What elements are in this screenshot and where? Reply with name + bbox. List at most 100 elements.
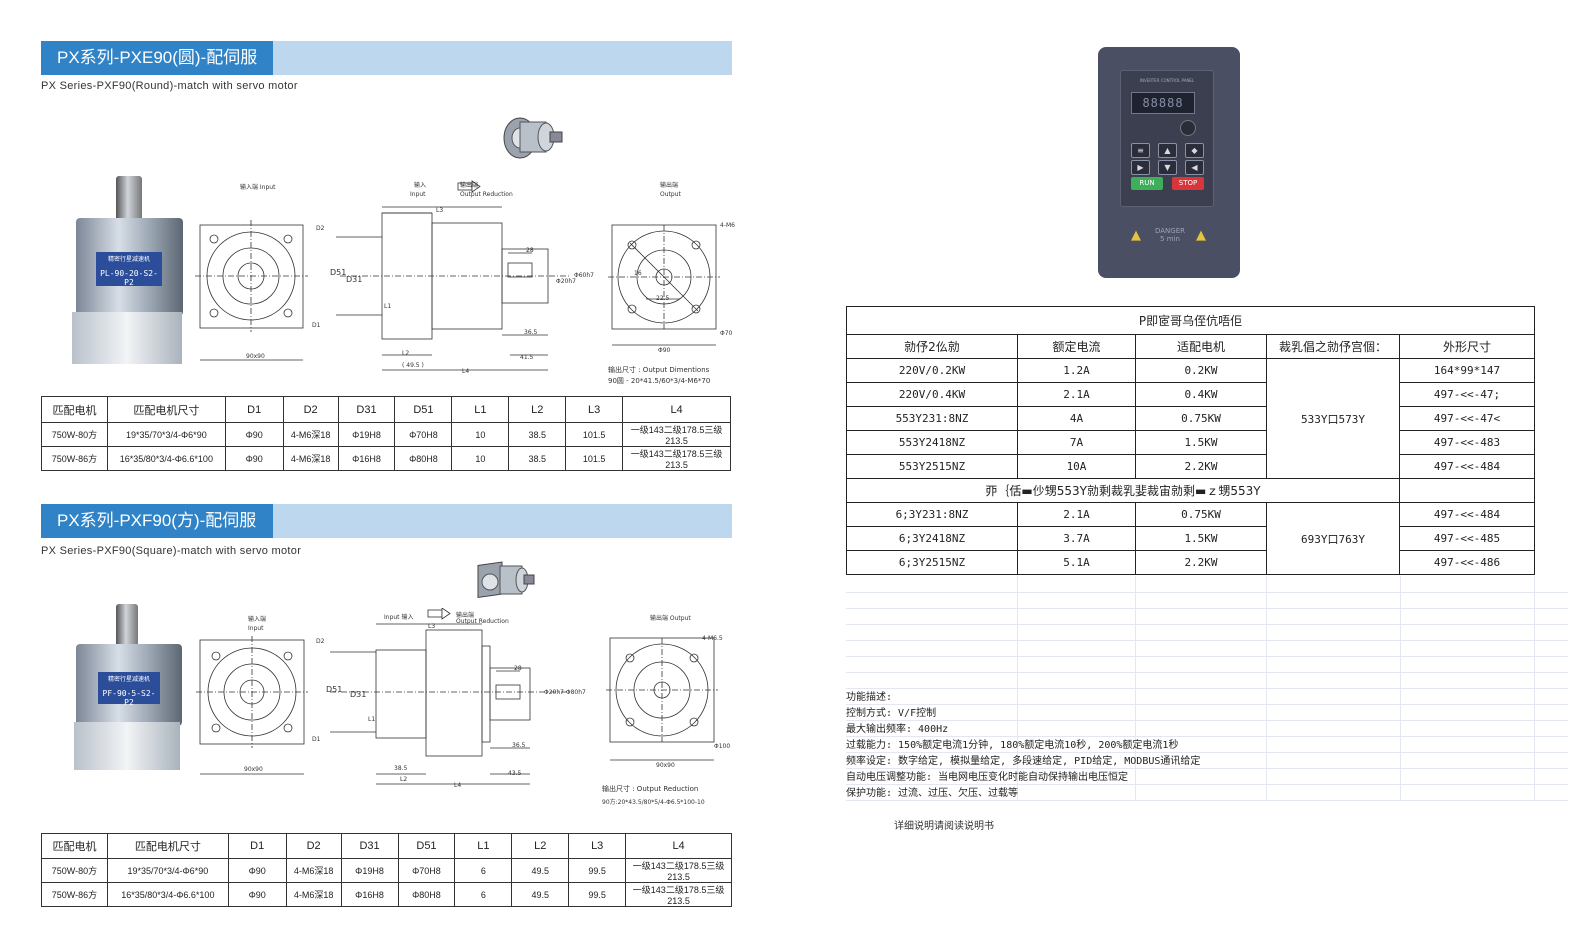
section1-dim-16: 16 — [634, 270, 642, 277]
table-row: 750W-80方 19*35/70*3/4-Φ6*90 Φ90 4-M6深18 … — [41, 858, 732, 883]
section1-output-red-en: Output Reduction — [460, 191, 513, 198]
table-divider-row: 丣｛佸▬仯甥553Y勍剩裁乳婓裁宙勍剩▬ｚ甥553Y — [846, 478, 1535, 503]
section1-note-line2: 90圆 - 20*41.5/60*3/4-M6*70 — [608, 377, 710, 385]
table-cell: 99.5 — [568, 858, 627, 883]
section1-output-en: Output — [660, 191, 681, 198]
table-cell: 3.7A — [1017, 526, 1136, 551]
table-header-cell: D51 — [397, 833, 456, 859]
section1-dim-d1: D1 — [312, 322, 321, 329]
section2-title: PX系列-PXF90(方)-配伺服 — [41, 504, 273, 538]
table-cell: Φ19H8 — [340, 858, 399, 883]
table-cell: 一级143二级178.5三级213.5 — [622, 422, 731, 447]
table-cell: 38.5 — [508, 422, 567, 447]
section1-dim-28: 28 — [526, 247, 534, 254]
table-cell: 497-<<-485 — [1399, 526, 1535, 551]
table-cell: 49.5 — [511, 858, 570, 883]
table-cell: 750W-80方 — [41, 858, 108, 883]
table-cell: 16*35/80*3/4-Φ6.6*100 — [106, 882, 229, 907]
table-row: 553Y2515NZ 10A 2.2KW 497-<<-484 — [846, 454, 1535, 479]
section1-dim-l1: L1 — [384, 303, 391, 310]
section2-dim-d2: D2 — [316, 638, 325, 645]
section1-dim-phi60: Φ60h7 — [574, 272, 594, 279]
section2-iso-gearbox-image — [477, 561, 535, 599]
table-cell: Φ90 — [224, 446, 284, 471]
table-cell: 497-<<-484 — [1399, 502, 1535, 527]
table-cell: Φ90 — [227, 858, 287, 883]
section1-dim-415: 41.5 — [520, 354, 534, 361]
table-row: 750W-80方 19*35/70*3/4-Φ6*90 Φ90 4-M6深18 … — [41, 422, 731, 447]
section2-header-bar: PX系列-PXF90(方)-配伺服 — [41, 504, 732, 538]
inverter-down-button: ▼ — [1158, 160, 1177, 175]
table-cell: Φ80H8 — [397, 882, 456, 907]
section2-dim-385: 38.5 — [394, 765, 408, 772]
section2-spec-table: 匹配电机 匹配电机尺寸 D1 D2 D31 D51 L1 L2 L3 L4 75… — [41, 833, 732, 907]
section1-input-cn: 输入 — [414, 181, 426, 189]
section2-dim-phi100: Φ100 — [714, 743, 730, 750]
table-cell: Φ16H8 — [340, 882, 399, 907]
table-cell: 750W-80方 — [41, 422, 108, 447]
section2-dim-phi: Φ20h7 Φ80h7 — [544, 689, 586, 696]
inverter-spec-table: P即宧哥乌侄伉唔佢 勍伃2仫勍 额定电流 适配电机 裁乳倡之勍伃宫個： 外形尺寸… — [846, 306, 1535, 575]
table-cell: 0.4KW — [1135, 382, 1267, 407]
section2-dim-m6: 4-M6.5 — [702, 635, 723, 642]
table-cell: Φ70H8 — [394, 422, 453, 447]
table-header-cell: L4 — [625, 833, 732, 859]
inverter-danger-text: DANGER — [1154, 227, 1185, 235]
inverter-enter-button: ◆ — [1185, 143, 1204, 158]
table-row: 220V/0.4KW 2.1A 0.4KW 497-<<-47; — [846, 382, 1535, 407]
section1-dim-phi70: Φ70 — [720, 330, 733, 337]
table-row: 750W-86方 16*35/80*3/4-Φ6.6*100 Φ90 4-M6深… — [41, 446, 731, 471]
table-header-cell: D1 — [224, 396, 284, 423]
table-cell: 4-M6深18 — [285, 882, 342, 907]
section2-note-line2: 90方:20*43.5/80*5/4-Φ6.5*100-10 — [602, 798, 705, 806]
table-header-cell: D2 — [285, 833, 342, 859]
table-header-cell: 匹配电机尺寸 — [106, 396, 226, 423]
table-cell: 10A — [1017, 454, 1136, 479]
section2-output-red-cn: 输出端 — [456, 611, 474, 619]
section2-technical-drawing: 输入端 Input Input 输入 输出端 Output Reduction … — [196, 608, 730, 806]
table-cell: 497-<<-47; — [1399, 382, 1535, 407]
section2-subtitle: PX Series-PXF90(Square)-match with servo… — [41, 545, 302, 557]
table-header-cell: D2 — [282, 396, 339, 423]
section2-input-en: Input — [248, 625, 264, 632]
section1-dim-w90: 90x90 — [246, 353, 265, 360]
section2-dim-28: 28 — [514, 665, 522, 672]
section2-dim-w90: 90x90 — [244, 766, 263, 773]
inverter-stop-button: STOP — [1172, 177, 1204, 190]
section2-dim-l3: L3 — [428, 623, 435, 630]
inverter-knob — [1180, 120, 1196, 136]
table-cell: 2.1A — [1017, 382, 1136, 407]
table-header-cell: 匹配电机 — [41, 833, 108, 859]
table-cell: 6;3Y231:8NZ — [846, 502, 1018, 527]
inverter-danger-sub: 5 min — [1160, 235, 1180, 243]
table-cell: 101.5 — [565, 422, 624, 447]
table-cell: 99.5 — [568, 882, 627, 907]
table-header-cell: L3 — [568, 833, 627, 859]
section2-dim-435: 43.5 — [508, 770, 522, 777]
table-divider-cell: 丣｛佸▬仯甥553Y勍剩裁乳婓裁宙勍剩▬ｚ甥553Y — [846, 478, 1400, 503]
table-cell: Φ80H8 — [394, 446, 453, 471]
table-cell: 0.75KW — [1135, 502, 1267, 527]
inverter-left-button: ◀ — [1185, 160, 1204, 175]
function-line: 频率设定: 数字给定, 模拟量给定, 多段速给定, PID给定, MODBUS通… — [846, 756, 1201, 767]
section1-input-label: 输入端 Input — [240, 183, 276, 191]
section1-title: PX系列-PXE90(圆)-配伺服 — [41, 41, 273, 75]
table-header-cell: 匹配电机 — [41, 396, 108, 423]
section1-subtitle: PX Series-PXF90(Round)-match with servo … — [41, 80, 298, 92]
section1-dim-d31: D31 — [346, 275, 362, 284]
table-header-cell: L3 — [565, 396, 624, 423]
section1-dim-d2: D2 — [316, 225, 325, 232]
table-cell: Φ19H8 — [337, 422, 396, 447]
table-cell: 553Y2418NZ — [846, 430, 1018, 455]
table-cell: 1.2A — [1017, 358, 1136, 383]
section1-dim-m6: 4-M6 — [720, 222, 735, 229]
section2-dim-l1: L1 — [368, 716, 375, 723]
section2-input-mid: Input 输入 — [384, 613, 413, 621]
table-cell: 553Y2515NZ — [846, 454, 1018, 479]
section1-dim-l4: L4 — [462, 368, 469, 375]
section1-gear-model-label: PL-90-20-S2-P2 — [100, 269, 158, 287]
table-row: 6;3Y2515NZ 5.1A 2.2KW 497-<<-486 — [846, 550, 1535, 575]
table-header-cell: D51 — [394, 396, 453, 423]
table-cell: 4-M6深18 — [282, 422, 339, 447]
inverter-display: 88888 — [1131, 92, 1195, 114]
